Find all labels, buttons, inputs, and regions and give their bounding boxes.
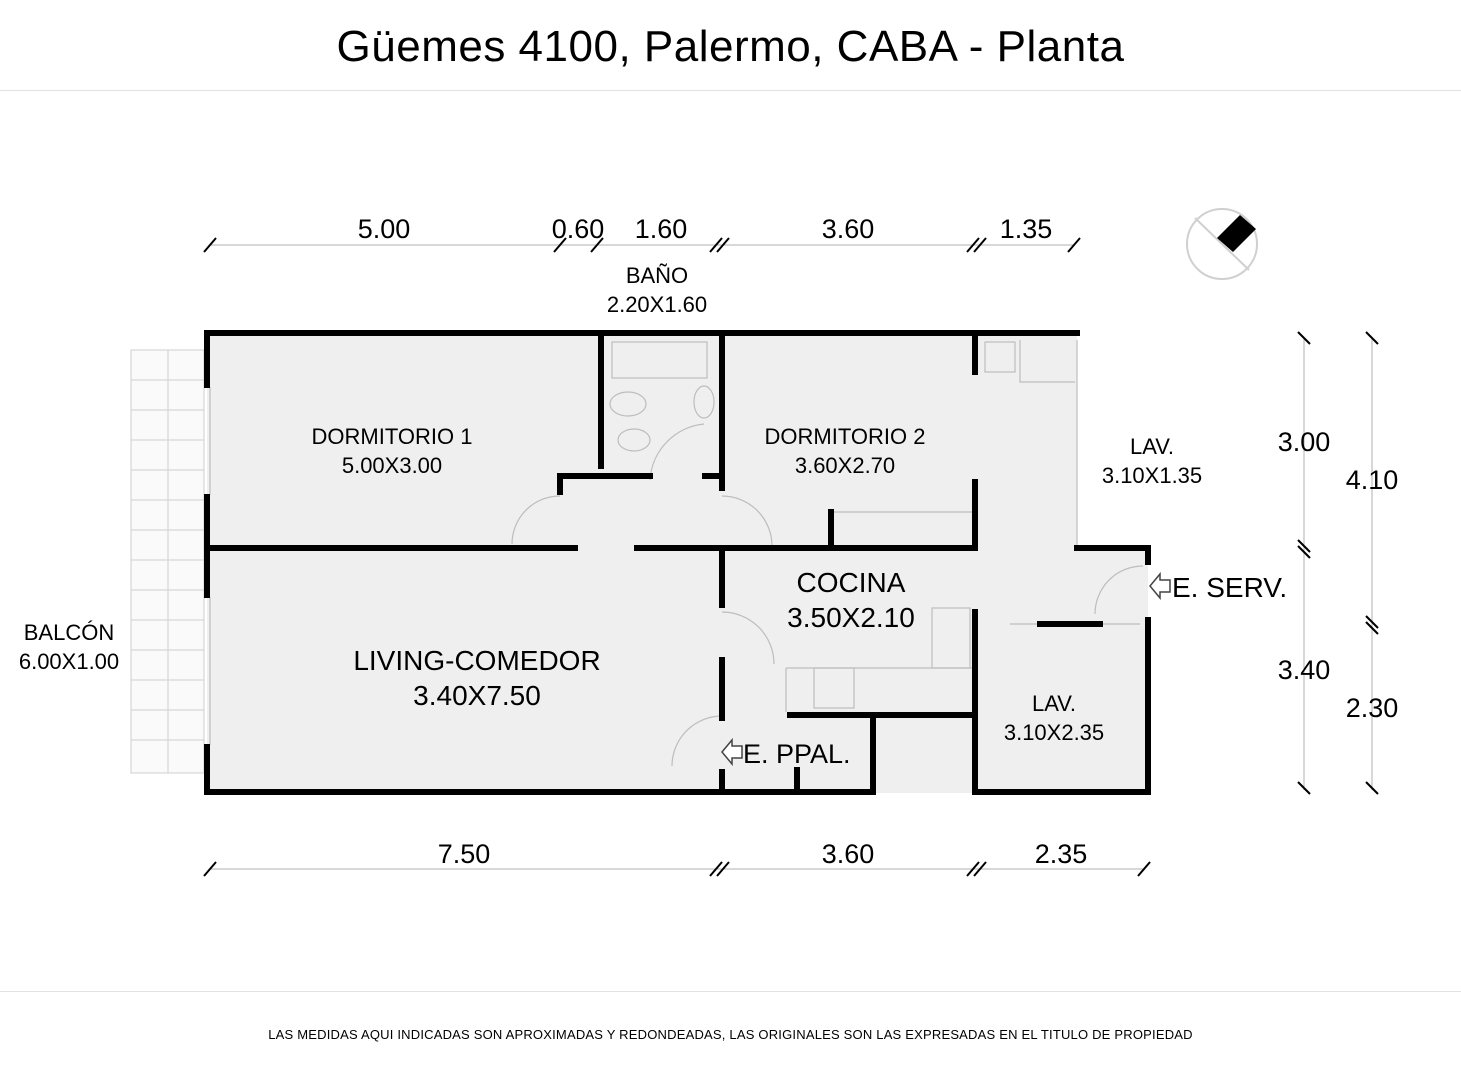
room-lav1-name: LAV. — [1130, 434, 1174, 459]
north-compass-icon — [1186, 208, 1258, 280]
footer-divider — [0, 991, 1461, 992]
dim-right-inner-2: 3.40 — [1278, 655, 1331, 685]
dim-top-3: 1.60 — [635, 214, 688, 244]
fixtures — [209, 340, 1144, 767]
dim-top-1: 5.00 — [358, 214, 411, 244]
dim-bottom-2: 3.60 — [822, 839, 875, 869]
floor-plan: 5.00 0.60 1.60 3.60 1.35 7.50 3.60 2.35 … — [19, 208, 1399, 877]
dim-bottom-3: 2.35 — [1035, 839, 1088, 869]
room-living-size: 3.40X7.50 — [413, 680, 541, 711]
service-entry-arrow-icon — [1149, 571, 1171, 601]
room-balcon-size: 6.00X1.00 — [19, 649, 119, 674]
room-balcon-name: BALCÓN — [24, 620, 114, 645]
dim-top-5: 1.35 — [1000, 214, 1053, 244]
entry-arrows — [721, 571, 1171, 767]
room-dormitorio1-size: 5.00X3.00 — [342, 453, 442, 478]
room-lav2-name: LAV. — [1032, 691, 1076, 716]
room-cocina-size: 3.50X2.10 — [787, 602, 915, 633]
plan-title: Güemes 4100, Palermo, CABA - Planta — [336, 22, 1125, 71]
disclaimer-footer: LAS MEDIDAS AQUI INDICADAS SON APROXIMAD… — [268, 1027, 1193, 1042]
dim-right-outer-2: 2.30 — [1346, 693, 1399, 723]
room-dormitorio2-name: DORMITORIO 2 — [765, 424, 926, 449]
dim-right-outer-1: 4.10 — [1346, 465, 1399, 495]
dimension-lines — [210, 244, 1373, 870]
main-entry-label: E. PPAL. — [743, 739, 851, 769]
room-living-name: LIVING-COMEDOR — [353, 645, 600, 676]
room-lav1-size: 3.10X1.35 — [1102, 463, 1202, 488]
service-entry-label: E. SERV. — [1172, 572, 1287, 603]
room-lav2-size: 3.10X2.35 — [1004, 720, 1104, 745]
dim-bottom-1: 7.50 — [438, 839, 491, 869]
room-dormitorio1-name: DORMITORIO 1 — [312, 424, 473, 449]
walls — [204, 330, 1151, 795]
main-entry-arrow-icon — [721, 737, 743, 767]
room-bano-name: BAÑO — [626, 263, 688, 288]
dim-right-inner-1: 3.00 — [1278, 427, 1331, 457]
dimension-ticks — [203, 237, 1379, 877]
dim-top-4: 3.60 — [822, 214, 875, 244]
dim-top-2: 0.60 — [552, 214, 605, 244]
room-cocina-name: COCINA — [797, 567, 906, 598]
header-divider — [0, 90, 1461, 91]
room-bano-size: 2.20X1.60 — [607, 292, 707, 317]
room-dormitorio2-size: 3.60X2.70 — [795, 453, 895, 478]
balcony-deck — [130, 349, 205, 774]
